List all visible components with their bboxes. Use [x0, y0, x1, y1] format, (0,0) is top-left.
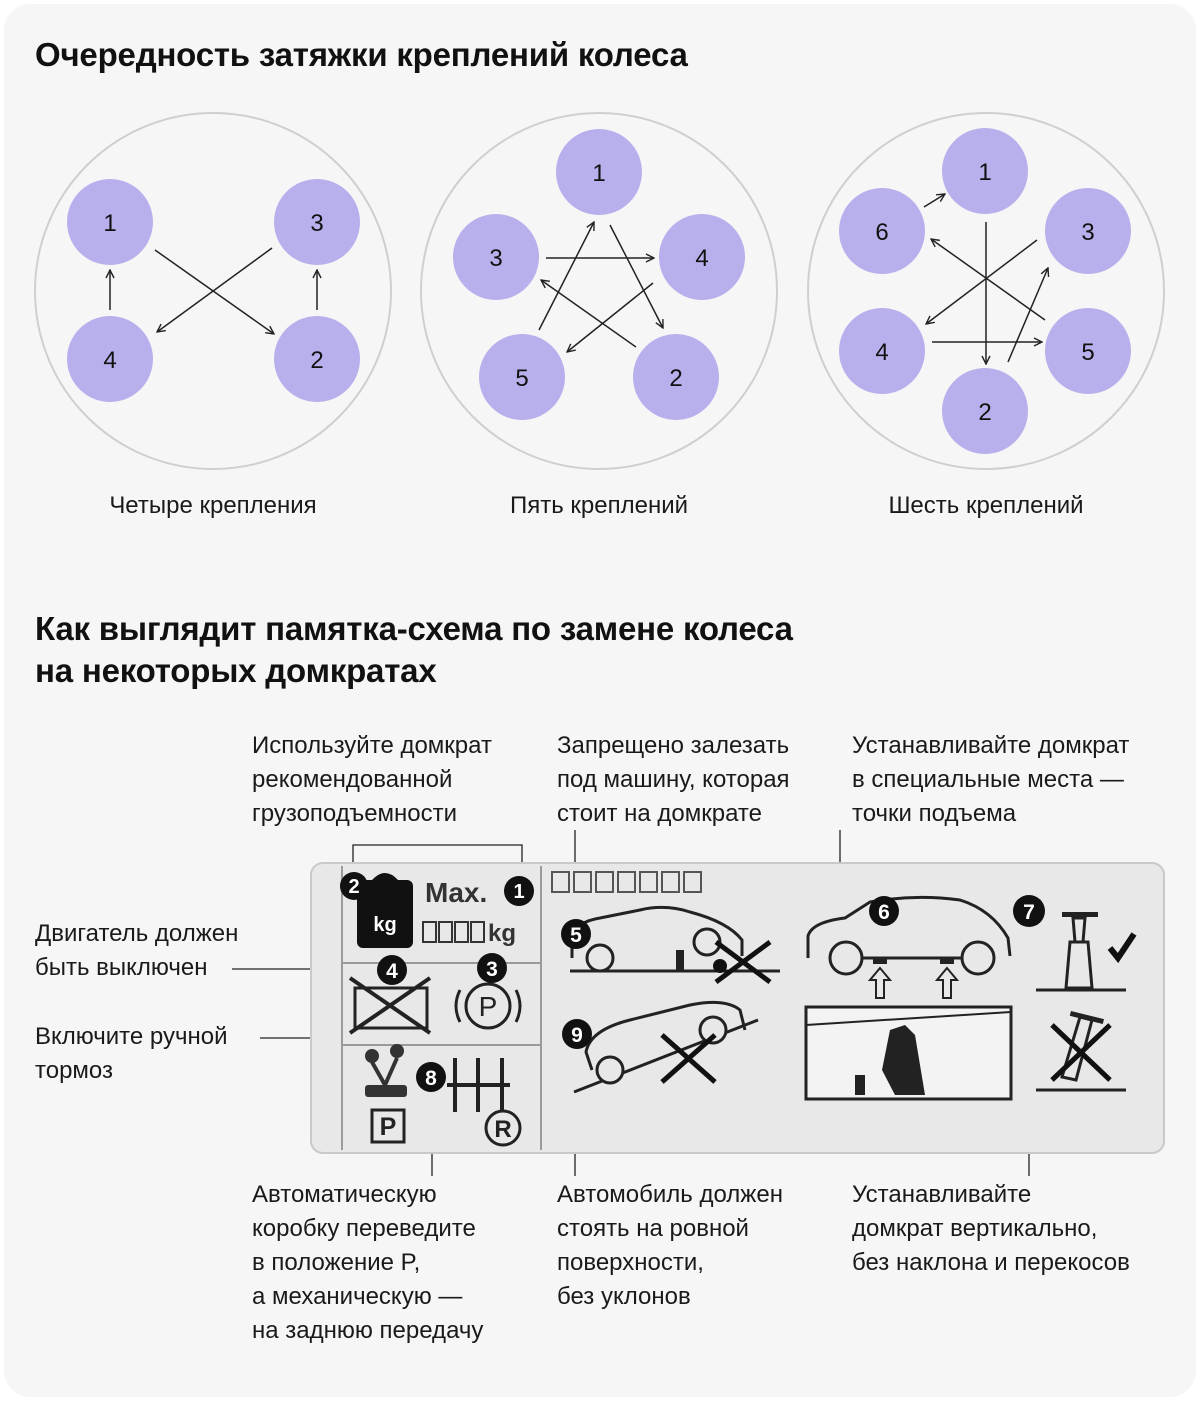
bolt-3: [274, 179, 360, 265]
lift-points-icon: 6: [804, 895, 1013, 1101]
wheel-six-bolts: 1 6 3 4 5 2: [807, 112, 1165, 470]
bolt-6: [839, 188, 925, 274]
bolt-label: 5: [1081, 339, 1094, 366]
callout-capacity: Используйте домкрат рекомендованной груз…: [252, 732, 492, 827]
bolt-label: 2: [978, 399, 991, 426]
caption-four-bolts: Четыре крепления: [109, 492, 317, 519]
caption-six-bolts: Шесть креплений: [888, 492, 1084, 519]
bolt-label: 4: [103, 347, 116, 374]
handbrake-icon: P 3: [454, 953, 522, 1030]
callout-lift-points: Устанавливайте домкрат в специальные мес…: [852, 732, 1130, 827]
no-under-car-icon: 5: [561, 905, 780, 985]
bolt-label: 2: [310, 347, 323, 374]
tightening-order-title: Очередность затяжки креплений колеса: [35, 36, 688, 73]
step-3-number: 3: [486, 958, 498, 981]
bolt-label: 5: [515, 365, 528, 392]
caption-five-bolts: Пять креплений: [509, 492, 689, 519]
wheel-five-bolts: 1 3 4 5 2: [420, 112, 778, 470]
bolt-label: 1: [592, 160, 605, 187]
placard-text-boxes: [551, 871, 702, 893]
reverse-label: R: [494, 1116, 511, 1143]
bolt-label: 4: [875, 339, 888, 366]
bolt-label: 3: [310, 210, 323, 237]
bolt-5: [479, 334, 565, 420]
jack-placard: kg 2 Max. 1 kg 4 P 3 P 8: [232, 830, 1165, 1176]
bolt-label: 6: [875, 219, 888, 246]
callout-under-car: Запрещено залезать под машину, которая с…: [557, 732, 790, 827]
bolt-label: 4: [695, 245, 708, 272]
bolt-4: [839, 308, 925, 394]
step-9-number: 9: [571, 1024, 583, 1047]
bolt-1: [67, 179, 153, 265]
bolt-3: [453, 214, 539, 300]
step-7-number: 7: [1023, 901, 1035, 924]
step-8-number: 8: [425, 1067, 437, 1090]
step-4-number: 4: [386, 960, 398, 983]
gearbox-icon: P 8 R: [365, 1044, 522, 1147]
step-6-number: 6: [878, 901, 890, 924]
tightening-diagrams: 1 3 4 2 1 3 4 5 2: [34, 112, 1165, 470]
level-surface-icon: 9: [562, 1000, 759, 1094]
park-position-label: P: [380, 1113, 397, 1141]
step-2-number: 2: [348, 876, 359, 898]
bolt-label: 1: [103, 210, 116, 237]
bolt-2: [633, 334, 719, 420]
bolt-2: [274, 316, 360, 402]
weight-kg-label: kg: [373, 914, 396, 936]
bolt-label: 2: [669, 365, 682, 392]
callout-handbrake: Включите ручной тормоз: [35, 1023, 228, 1084]
callout-engine: Двигатель должен быть выключен: [35, 920, 239, 981]
bolt-3: [1045, 188, 1131, 274]
bolt-label: 3: [489, 245, 502, 272]
capacity-block: kg 2 Max. 1 kg: [340, 872, 534, 948]
step-1-number: 1: [513, 881, 524, 903]
bolt-4: [67, 316, 153, 402]
bolt-1: [556, 129, 642, 215]
callout-gearbox: Автоматическую коробку переведите в поло…: [252, 1181, 484, 1344]
capacity-kg-suffix: kg: [488, 920, 516, 947]
max-label: Max.: [425, 877, 487, 908]
bolt-1: [942, 128, 1028, 214]
bolt-label: 3: [1081, 219, 1094, 246]
callout-level: Автомобиль должен стоять на ровной повер…: [557, 1181, 783, 1310]
park-brake-label: P: [479, 991, 498, 1022]
callout-vertical: Устанавливайте домкрат вертикально, без …: [852, 1181, 1130, 1276]
wheel-four-bolts: 1 3 4 2: [34, 112, 392, 470]
step-5-number: 5: [570, 924, 582, 947]
bolt-5: [1045, 308, 1131, 394]
vertical-jack-icon: 7: [1013, 895, 1137, 1092]
bolt-label: 1: [978, 159, 991, 186]
engine-off-icon: 4: [348, 955, 432, 1035]
bolt-2: [942, 368, 1028, 454]
bolt-4: [659, 214, 745, 300]
jack-placard-title: Как выглядит памятка-схема по замене кол…: [35, 610, 793, 689]
